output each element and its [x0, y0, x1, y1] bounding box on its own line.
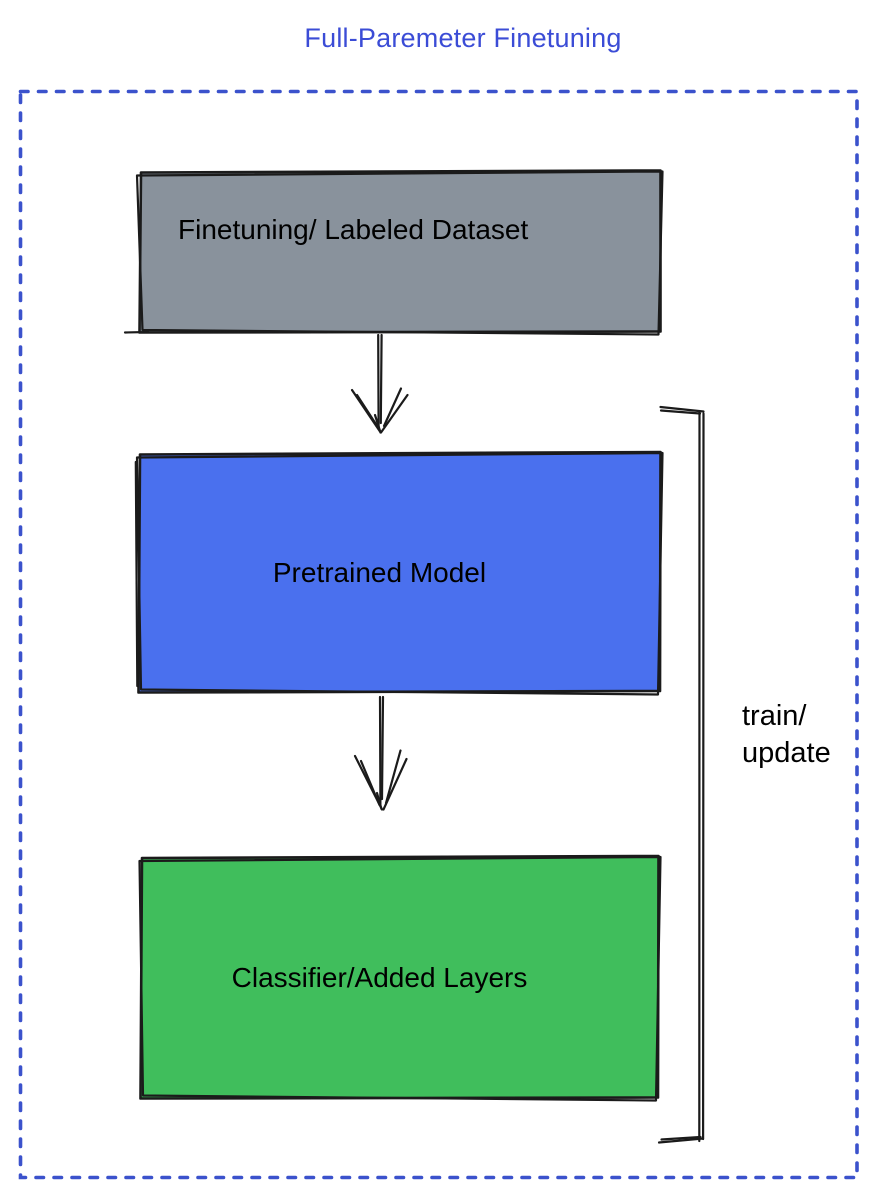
- train-update-label: train/ update: [742, 700, 831, 769]
- classifier-added-layers-box: [138, 854, 662, 1102]
- classifier-added-layers-label: Classifier/Added Layers: [231, 961, 528, 993]
- finetuning-dataset-label: Finetuning/ Labeled Dataset: [178, 214, 529, 245]
- pretrained-model-label: Pretrained Model: [272, 556, 487, 588]
- finetuning-dataset-box: [123, 169, 664, 336]
- pretrained-model-box: [134, 450, 664, 696]
- down-arrow-icon: [350, 333, 409, 434]
- diagram-title: Full-Paremeter Finetuning: [304, 23, 622, 53]
- train-update-bracket: [657, 405, 705, 1144]
- down-arrow-icon: [353, 695, 408, 811]
- dashed-frame: [18, 89, 859, 1180]
